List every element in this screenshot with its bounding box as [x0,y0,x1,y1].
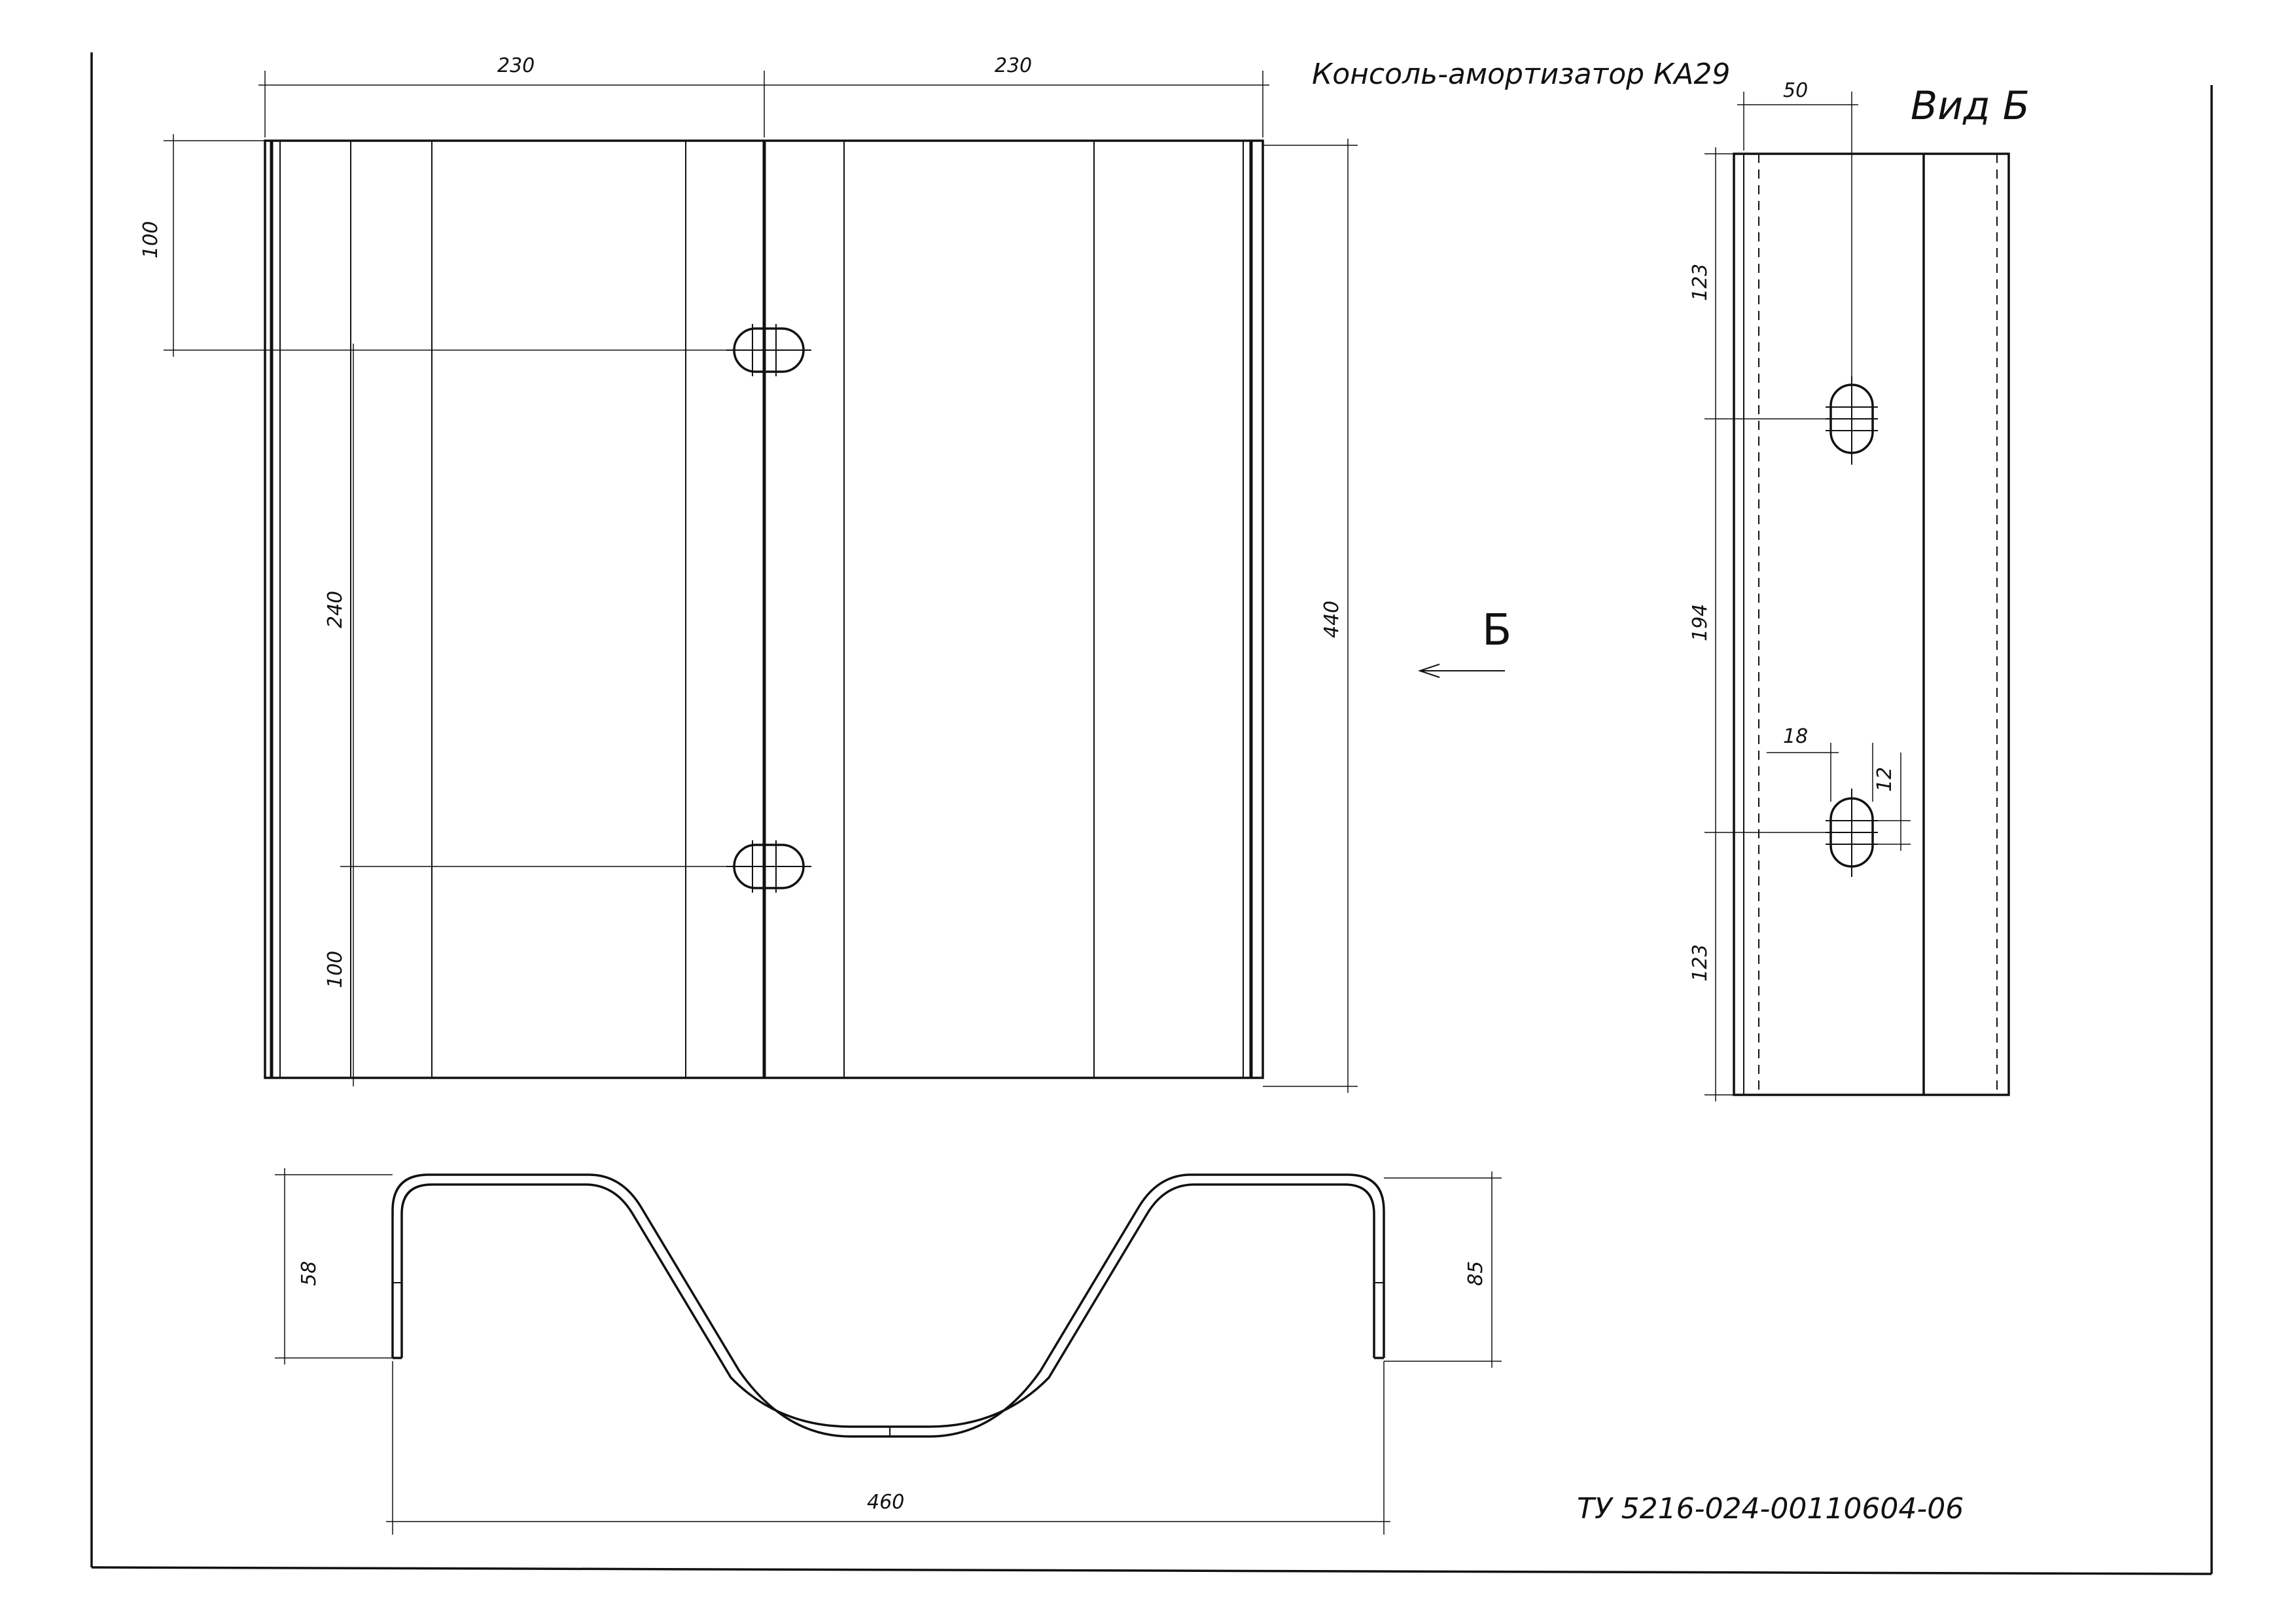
profile-inner [400,1183,1375,1428]
dim-profile-right-height: 85 [1464,1261,1487,1286]
view-b-arrow: Б [1417,605,1511,678]
dim-left-middle: 240 [324,591,347,628]
profile-view: 58 85 460 [275,1168,1502,1535]
drawing-title: Консоль-амортизатор КА29 [1312,58,1730,91]
view-b-label: Вид Б [1911,83,2030,129]
side-view: 50 123 194 123 18 12 [1689,79,2010,1101]
front-left-dimensions: 100 240 100 [139,134,726,1086]
dim-side-left-bottom: 123 [1689,944,1712,982]
drawing-frame [90,52,2213,1575]
profile-width-dimension: 460 [386,1361,1390,1535]
front-right-dimension: 440 [1263,139,1358,1093]
dim-side-slot-length: 18 [1783,725,1808,748]
front-slot-top [726,324,811,376]
side-slot-top [1826,376,1878,465]
dim-profile-width: 460 [867,1491,904,1514]
view-b-letter: Б [1482,605,1511,655]
dim-top-right: 230 [995,54,1032,77]
document-number: ТУ 5216-024-00110604-06 [1577,1492,1964,1525]
profile-outer [391,1173,1385,1438]
dim-left-top: 100 [139,221,162,259]
dim-left-bottom: 100 [324,951,347,988]
front-view: 230 230 100 240 100 440 Б [139,54,1511,1093]
dim-side-left-top: 123 [1689,264,1712,301]
dim-right-height: 440 [1320,601,1343,638]
side-top-dimension: 50 [1737,79,1858,376]
profile-left-dimension: 58 [275,1168,393,1364]
dim-side-slot-width: 12 [1873,767,1896,792]
front-top-dimensions: 230 230 [258,54,1269,137]
dim-top-left: 230 [497,54,535,77]
dim-side-top-width: 50 [1783,79,1808,102]
dim-side-left-middle: 194 [1689,604,1712,641]
front-slot-bottom [726,840,811,893]
dim-profile-left-height: 58 [298,1261,321,1286]
side-left-dimensions: 123 194 123 [1689,147,1878,1101]
profile-right-dimension: 85 [1384,1171,1502,1368]
side-slot-dimensions: 18 12 [1767,725,1911,851]
